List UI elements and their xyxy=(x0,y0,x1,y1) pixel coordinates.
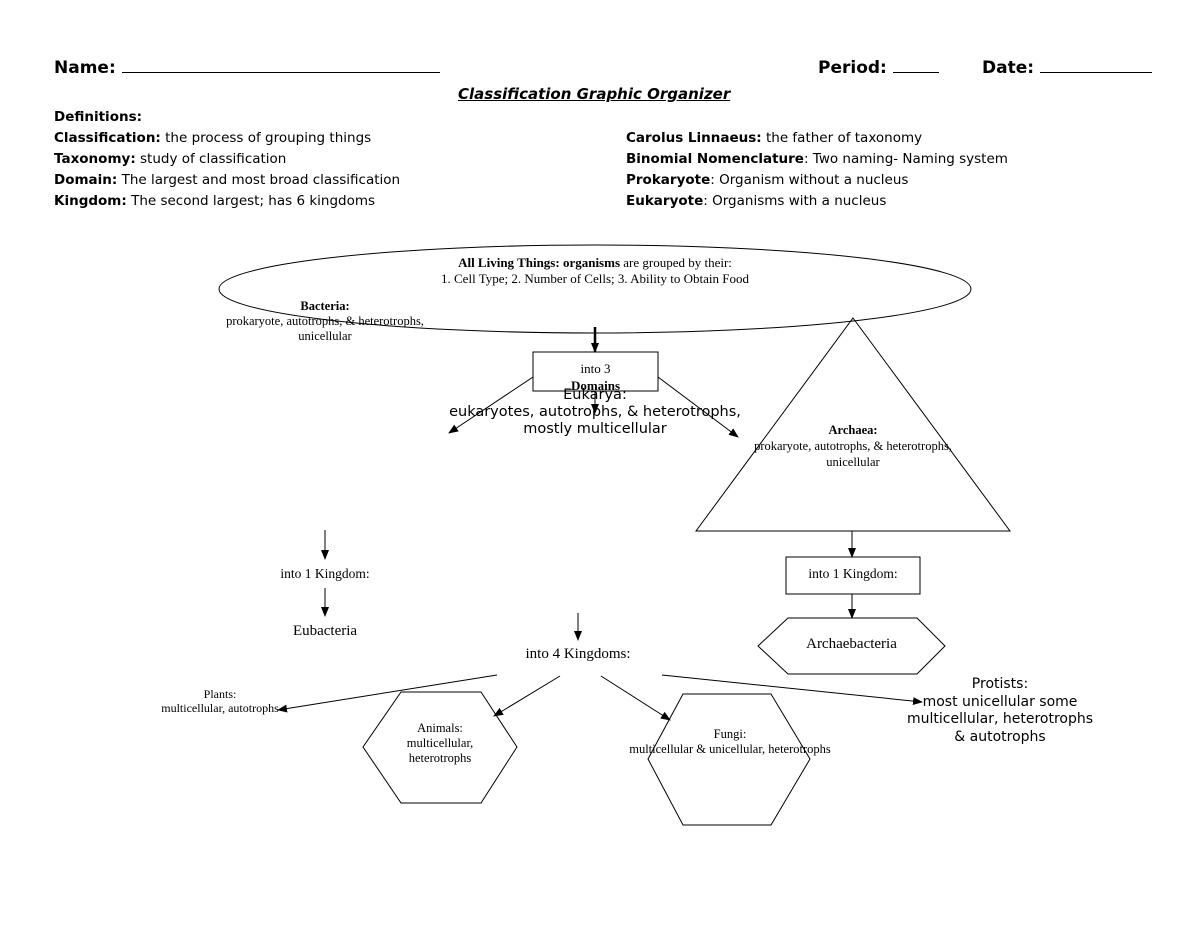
eubacteria-label: Eubacteria xyxy=(292,623,358,639)
date-blank[interactable] xyxy=(1039,58,1152,73)
animals-label: Animals: multicellular, heterotrophs xyxy=(406,721,474,765)
definition-item: Classification: the process of grouping … xyxy=(54,130,372,146)
name-label: Name: xyxy=(54,58,440,78)
root-label: All Living Things: organisms are grouped… xyxy=(441,255,749,286)
arrow-to-animals xyxy=(493,675,561,717)
definitions-right: Carolus Linnaeus: the father of taxonomy… xyxy=(626,128,1008,212)
definitions-left: Classification: the process of grouping … xyxy=(54,128,400,212)
archaea-kingdom-box xyxy=(785,556,921,595)
definition-item: Prokaryote: Organism without a nucleus xyxy=(626,172,909,188)
period-label: Period: xyxy=(818,58,939,78)
archaea-label: Archaea: prokaryote, autotrophs, & heter… xyxy=(754,423,952,469)
archaea-triangle xyxy=(695,317,1011,532)
plants-label: Plants: multicellular, autotrophs xyxy=(161,687,279,715)
protists-label: Protists: most unicellular some multicel… xyxy=(906,676,1094,745)
domains-label: into 3 Domains xyxy=(570,361,621,393)
period-blank[interactable] xyxy=(892,58,939,73)
four-kingdoms-label: into 4 Kingdoms: xyxy=(525,646,631,662)
animals-hexagon xyxy=(362,691,518,804)
page-title: Classification Graphic Organizer xyxy=(458,85,731,103)
definitions-heading: Definitions: xyxy=(54,109,143,125)
definition-item: Binomial Nomenclature: Two naming- Namin… xyxy=(626,151,1008,167)
definition-item: Kingdom: The second largest; has 6 kingd… xyxy=(54,193,376,209)
arrow-to-archaea xyxy=(657,376,739,438)
definition-item: Carolus Linnaeus: the father of taxonomy xyxy=(626,130,923,146)
arrow-to-plants xyxy=(277,674,498,713)
date-label: Date: xyxy=(982,58,1152,78)
arrow-to-fungi xyxy=(600,675,671,721)
arrow-to-bacteria xyxy=(448,376,534,434)
fungi-label: Fungi: multicellular & unicellular, hete… xyxy=(629,727,831,756)
bacteria-kingdom-label: into 1 Kingdom: xyxy=(280,566,370,581)
archaebacteria-label: Archaebacteria xyxy=(806,636,897,652)
bacteria-label: Bacteria: prokaryote, autotrophs, & hete… xyxy=(226,299,424,343)
archaea-kingdom-label: into 1 Kingdom: xyxy=(808,566,898,581)
archaebacteria-hexagon xyxy=(757,617,946,675)
eukarya-label: Eukarya: eukaryotes, autotrophs, & heter… xyxy=(449,387,741,437)
definition-item: Eukaryote: Organisms with a nucleus xyxy=(626,193,887,209)
name-blank[interactable] xyxy=(121,58,440,73)
definition-item: Taxonomy: study of classification xyxy=(54,151,287,167)
definition-item: Domain: The largest and most broad class… xyxy=(54,172,401,188)
arrow-to-protists xyxy=(661,674,923,706)
fungi-hexagon xyxy=(647,693,811,826)
